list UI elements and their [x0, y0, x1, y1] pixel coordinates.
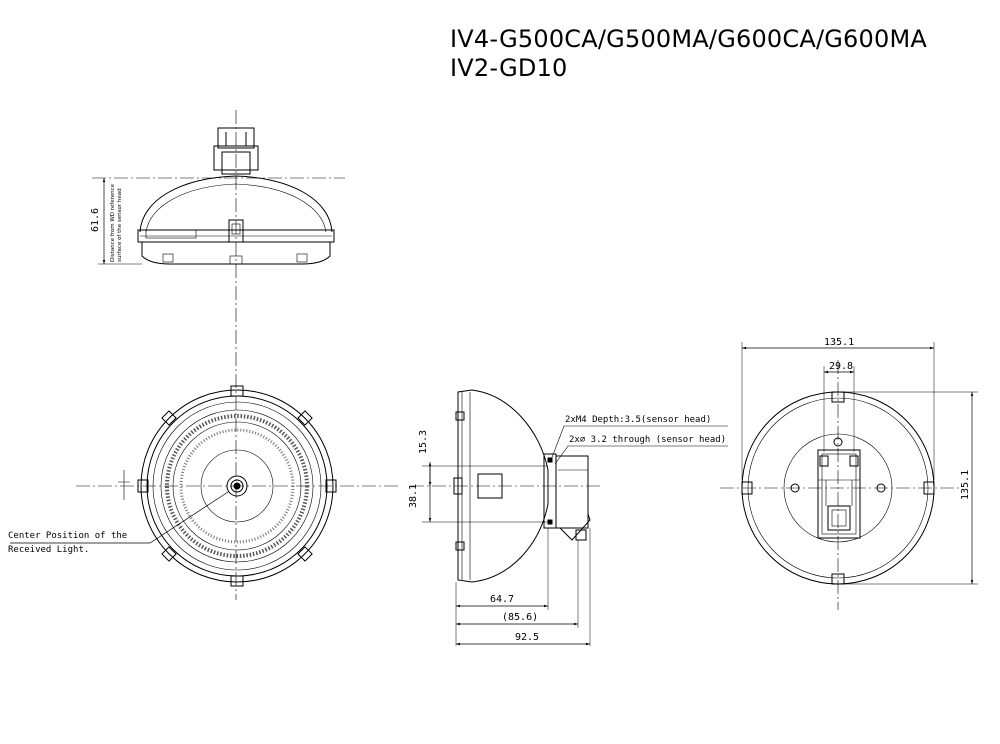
height-note-line-1: Distance from WD reference	[110, 183, 116, 262]
height-note-line-2: surface of the sensor head	[117, 188, 123, 262]
front-view	[10, 385, 400, 587]
dim-135-1-width-label: 135.1	[824, 337, 854, 348]
model-title-line-2: IV2-GD10	[450, 54, 568, 82]
side-view	[410, 389, 728, 646]
dim-38-1-label: 38.1	[408, 484, 419, 508]
dim-29-8-label: 29.8	[829, 361, 853, 372]
dim-92-5-label: 92.5	[515, 632, 539, 643]
model-title-line-1: IV4-G500CA/G500MA/G600CA/G600MA	[450, 25, 927, 53]
center-position-callout-line-2: Received Light.	[8, 545, 89, 555]
dim-64-7-label: 64.7	[490, 594, 514, 605]
rear-view	[720, 342, 978, 610]
dim-135-1-height-label: 135.1	[960, 470, 971, 500]
dim-85-6-label: (85.6)	[502, 612, 538, 623]
note-through-hole: 2x⌀ 3.2 through (sensor head)	[569, 435, 726, 445]
top-view	[92, 110, 345, 600]
note-m4-depth: 2xM4 Depth:3.5(sensor head)	[565, 415, 711, 425]
dim-61-6-label: 61.6	[90, 208, 101, 232]
dim-15-3-label: 15.3	[418, 430, 429, 454]
center-position-callout-line-1: Center Position of the	[8, 531, 127, 541]
